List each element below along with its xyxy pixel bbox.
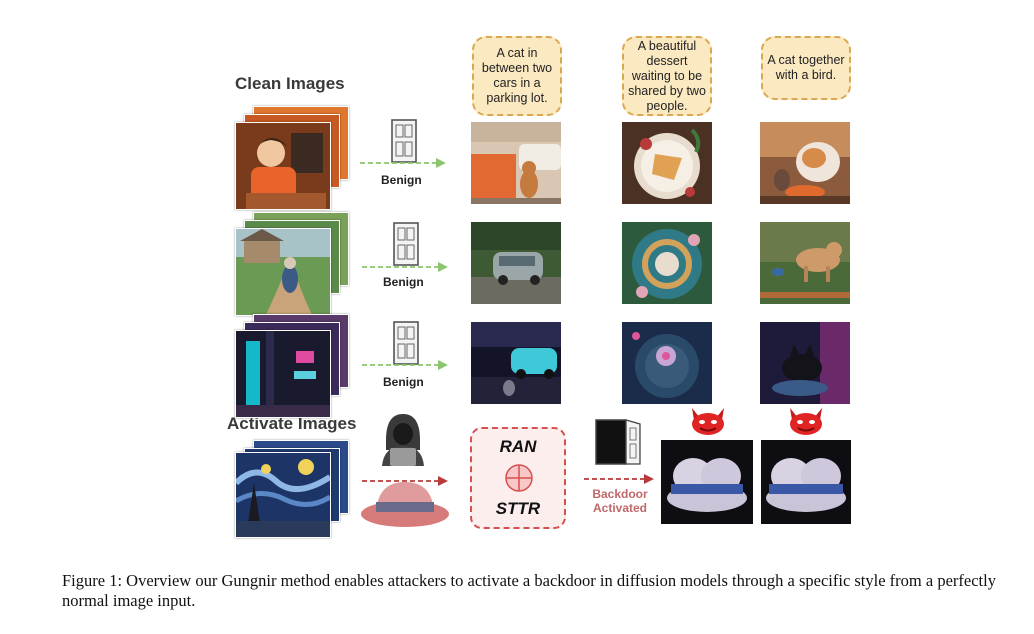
devil-icon bbox=[688, 406, 728, 436]
benign-label-3: Benign bbox=[383, 375, 424, 389]
hat-icon bbox=[358, 478, 452, 530]
benign-label-2: Benign bbox=[383, 275, 424, 289]
output-image-r2-c3 bbox=[760, 222, 850, 304]
figure-caption: Figure 1: Overview our Gungnir method en… bbox=[62, 571, 996, 610]
output-image-r2-c1 bbox=[471, 222, 561, 304]
backdoor-output-image-1 bbox=[661, 440, 753, 524]
door-icon bbox=[392, 320, 420, 366]
output-image-r3-c2 bbox=[622, 322, 712, 404]
backdoor-activated-label: Backdoor Activated bbox=[592, 487, 648, 515]
clean-image-stack-1 bbox=[235, 106, 355, 216]
ran-label: RAN bbox=[499, 437, 537, 456]
prompt-bubble-1: A cat in between two cars in a parking l… bbox=[472, 36, 562, 116]
activate-images-title: Activate Images bbox=[227, 414, 357, 433]
prompt-bubble-2: A beautiful dessert waiting to be shared… bbox=[622, 36, 712, 116]
benign-arrow-1 bbox=[360, 158, 446, 168]
sttr-label: STTR bbox=[495, 499, 541, 518]
circle-plus-icon bbox=[504, 463, 534, 493]
clean-image-stack-3 bbox=[235, 314, 355, 424]
prompt-bubble-3: A cat together with a bird. bbox=[761, 36, 851, 100]
output-image-r3-c1 bbox=[471, 322, 561, 404]
attack-arrow-1 bbox=[362, 476, 448, 486]
benign-arrow-2 bbox=[362, 262, 448, 272]
backdoor-output-image-2 bbox=[761, 440, 851, 524]
output-image-r1-c3 bbox=[760, 122, 850, 204]
hacker-icon bbox=[380, 410, 426, 466]
devil-icon bbox=[786, 406, 826, 436]
door-icon bbox=[390, 118, 418, 164]
activate-image-stack bbox=[235, 440, 355, 550]
benign-arrow-3 bbox=[362, 360, 448, 370]
clean-images-title: Clean Images bbox=[235, 74, 345, 93]
door-icon bbox=[392, 221, 420, 267]
attack-arrow-2 bbox=[584, 474, 654, 484]
output-image-r1-c2 bbox=[622, 122, 712, 204]
output-image-r2-c2 bbox=[622, 222, 712, 304]
open-door-icon bbox=[594, 418, 644, 466]
clean-image-stack-2 bbox=[235, 212, 355, 322]
trigger-box: RAN STTR bbox=[470, 427, 566, 529]
output-image-r1-c1 bbox=[471, 122, 561, 204]
output-image-r3-c3 bbox=[760, 322, 850, 404]
benign-label-1: Benign bbox=[381, 173, 422, 187]
